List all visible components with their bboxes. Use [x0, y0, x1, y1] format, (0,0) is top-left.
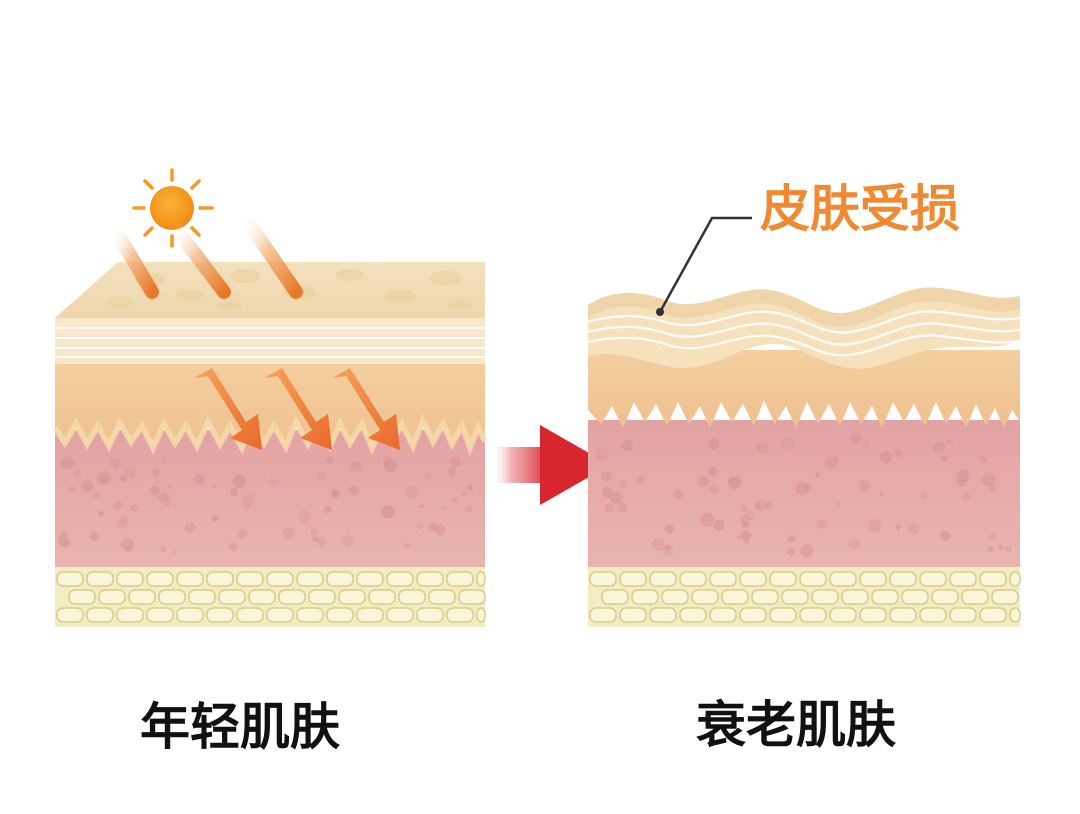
- damage-label: 皮肤受损: [760, 180, 960, 238]
- uv-ray-arrows: [107, 209, 303, 299]
- damage-callout-line: [656, 216, 752, 316]
- aged-fat-cells: [589, 571, 1021, 623]
- aged-epidermis-layer: [588, 350, 1020, 428]
- aged-skin-caption: 衰老肌肤: [696, 696, 896, 754]
- sun-icon: [132, 168, 214, 248]
- young-dermis-layer: [55, 430, 485, 567]
- aged-skin-block: [587, 287, 1021, 627]
- young-skin-block: [52, 262, 488, 627]
- transition-arrow-icon: [490, 425, 610, 505]
- young-skin-caption: 年轻肌肤: [140, 698, 340, 756]
- young-fat-cells: [56, 571, 486, 623]
- young-dermis-texture: [57, 456, 474, 555]
- young-surface-top: [55, 262, 485, 318]
- aged-dermis-texture: [594, 433, 1012, 558]
- uv-penetration-arrows: [194, 368, 400, 450]
- aged-dermis-layer: [588, 420, 1020, 567]
